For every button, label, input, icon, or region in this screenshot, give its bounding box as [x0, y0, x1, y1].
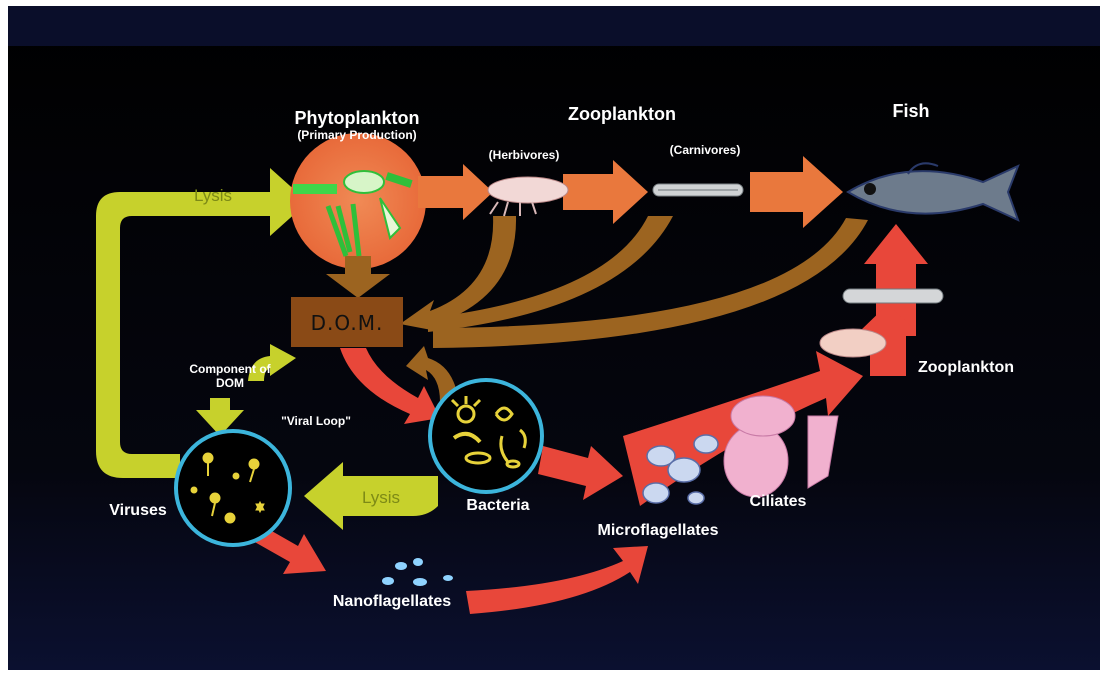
- bacteria-label: Bacteria: [466, 497, 529, 514]
- primary-production-label: (Primary Production): [297, 128, 416, 142]
- viruses-label: Viruses: [109, 502, 167, 519]
- microflagellates-label: Microflagellates: [598, 522, 719, 539]
- slide-background: D.O.M.: [8, 6, 1100, 670]
- fish-label: Fish: [892, 101, 929, 121]
- herbivores-label: (Herbivores): [489, 148, 560, 162]
- zooplankton-top-label: Zooplankton: [568, 104, 676, 124]
- carnivore-zooplankton-icon: [653, 184, 743, 196]
- dom-label: D.O.M.: [311, 311, 384, 335]
- nanoflagellates-label: Nanoflagellates: [333, 593, 451, 610]
- microbial-loop-diagram: D.O.M.: [8, 6, 1100, 670]
- zooplankton-right-label: Zooplankton: [918, 359, 1014, 376]
- phytoplankton-label: Phytoplankton: [295, 108, 420, 128]
- component-of-dom-label-1: Component of: [189, 362, 271, 376]
- lysis-bottom-label: Lysis: [362, 488, 400, 507]
- ciliates-label: Ciliates: [750, 493, 807, 510]
- larva-icon: [843, 289, 943, 303]
- copepod-icon: [820, 329, 886, 357]
- viral-loop-label: "Viral Loop": [281, 414, 351, 428]
- header-bar: [8, 6, 1100, 46]
- component-of-dom-label-2: DOM: [216, 376, 244, 390]
- carnivores-label: (Carnivores): [670, 143, 741, 157]
- lysis-top-label: Lysis: [194, 186, 232, 205]
